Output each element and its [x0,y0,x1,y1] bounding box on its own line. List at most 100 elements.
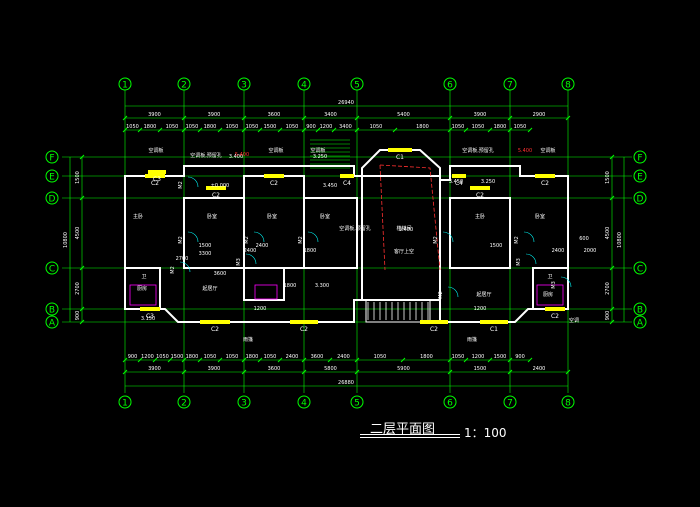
room-dim: 1200 [254,306,267,312]
bottom-dim-2-tick [181,369,187,375]
top-dim-1-tick [301,115,307,121]
axis-label-col: 3 [241,399,247,409]
window-bar [340,174,354,178]
axis-bubble [503,77,517,91]
room-label: 起居厅 [202,286,217,292]
room-label: 楼梯间 [396,225,411,232]
window-bar [470,186,490,190]
top-dim-1-value: 3900 [148,112,161,118]
top-dim-2-tick [257,127,263,133]
top-dim-1-value: 3400 [324,112,337,118]
drawing-scale: 1：100 [464,426,507,440]
window-bar [200,320,230,324]
bottom-dim-1-value: 3600 [311,354,324,360]
axis-label-col: 2 [181,399,187,409]
axis-label-row: F [49,154,54,164]
door-label: M2 [244,236,250,244]
right-dim-value: 900 [605,311,611,321]
bottom-dim-2-value: 2400 [533,366,546,372]
top-dim-2-tick [463,127,469,133]
room-dim: 1800 [284,283,297,289]
level-mark: 3.400 [399,227,413,233]
bottom-dim-1-value: 900 [515,354,525,360]
outer-wall [124,149,569,323]
room-label: 卧室 [320,213,330,220]
bottom-dim-2-value: 3900 [148,366,161,372]
axis-bubble [633,169,647,183]
door-label: M2 [178,236,184,244]
axis-label-row: F [637,154,642,164]
window-label: C2 [211,326,219,333]
window-label: C4 [455,180,463,187]
note-label: 空调板,预留孔 [462,147,494,154]
note-label: 雨篷 [243,336,253,343]
top-dim-1-tick [507,115,513,121]
door-label: M3 [551,281,557,289]
top-dim-2-tick [392,127,398,133]
axis-label-col: 4 [301,399,307,409]
level-mark: 5.400 [235,152,249,158]
axis-bubble [45,169,59,183]
bottom-dim-1-value: 1800 [186,354,199,360]
room-label: 卧室 [267,213,277,220]
axis-bubble [633,191,647,205]
axis-label-col: 1 [122,81,128,91]
top-dim-2-tick [487,127,493,133]
window-bar [148,170,166,174]
top-dim-2-tick [315,127,321,133]
bottom-dim-2-tick [354,369,360,375]
bottom-dim-1-tick [167,357,173,363]
window-bar [140,307,160,311]
room-label: 卫 [141,274,146,280]
bottom-dim-1-tick [463,357,469,363]
top-dim-2-value: 1050 [286,124,299,130]
axis-bubble [177,77,191,91]
room-label: 厨房 [543,291,553,298]
level-mark: 3.450 [449,179,463,185]
bottom-dim-1-value: 1050 [204,354,217,360]
room-dim: 2400 [552,248,565,254]
top-dim-2-value: 1800 [144,124,157,130]
top-dim-2-tick [507,127,513,133]
left-dim-tick [79,195,85,201]
bottom-dim-1-tick [447,357,453,363]
balcony-hatch [129,284,157,306]
left-dim-value: 900 [75,311,81,321]
top-dim-2-tick [181,127,187,133]
axis-bubble [633,261,647,275]
top-dim-2-value: 1800 [494,124,507,130]
note-label: 空调板 [268,147,283,154]
top-dim-2-value: 1500 [264,124,277,130]
room-label: 卧室 [207,213,217,220]
level-mark: 3.150 [141,316,155,322]
axis-bubble [237,77,251,91]
room-label: 卧室 [535,213,545,220]
bottom-dim-1-value: 1050 [264,354,277,360]
bottom-dim-1-tick [327,357,333,363]
top-dim-1-tick [181,115,187,121]
axis-label-col: 5 [354,81,360,91]
top-dim-2-tick [527,127,533,133]
right-dim-value: 2700 [605,282,611,295]
top-dim-2-tick [277,127,283,133]
window-label: C2 [300,326,308,333]
door-swing [245,253,257,265]
bottom-dim-2-tick [122,369,128,375]
bottom-dim-1-tick [181,357,187,363]
level-mark: 5.400 [518,148,532,154]
window-label: C2 [476,192,484,199]
door-swing [442,231,454,243]
door-label: M2 [438,291,444,299]
bottom-dim-1-tick [197,357,203,363]
room-dim: 1800 [304,248,317,254]
window-bar [264,174,284,178]
window-bar [452,174,466,178]
axis-bubble [443,77,457,91]
axis-label-row: D [49,195,56,205]
window-label: C2 [212,192,220,199]
axis-label-col: 8 [565,81,571,91]
door-swing [523,231,535,243]
axis-label-col: 7 [507,399,513,409]
